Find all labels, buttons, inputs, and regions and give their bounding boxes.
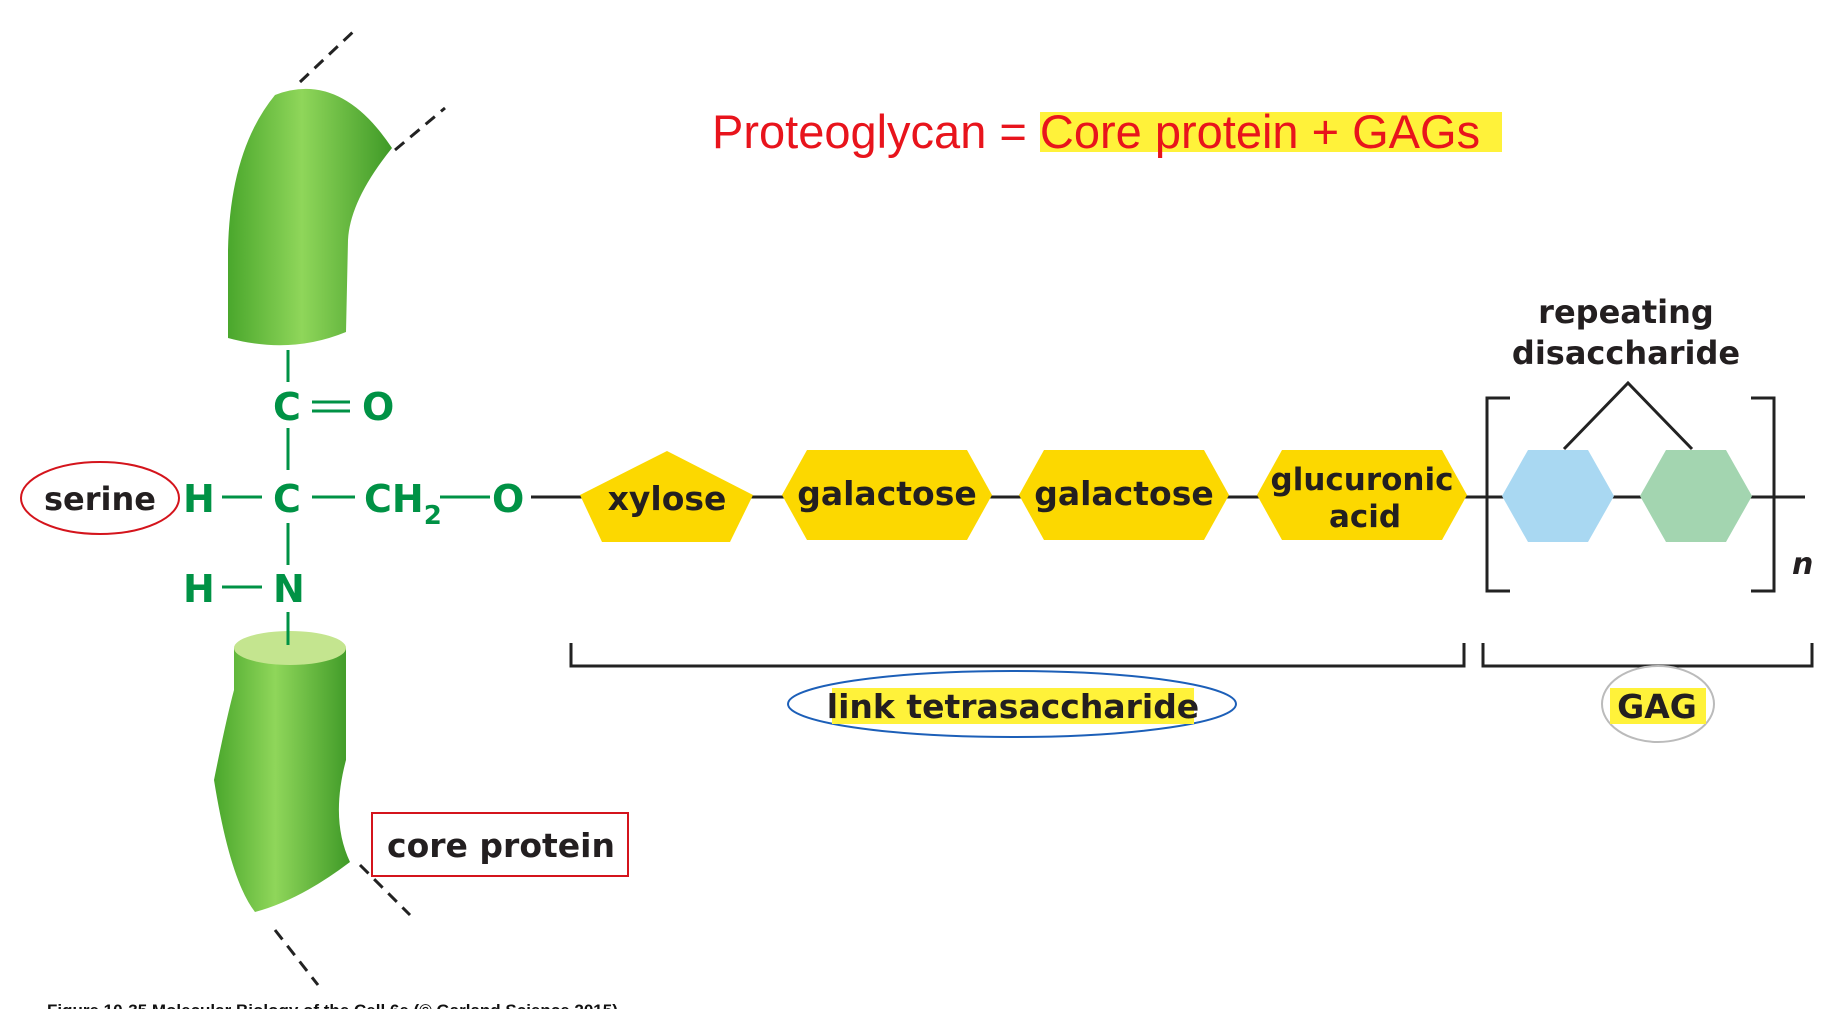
svg-text:galactose: galactose [797, 474, 977, 513]
page-title: Proteoglycan = Core protein + GAGs [712, 105, 1480, 158]
core-protein-upper-segment [228, 28, 446, 346]
serine-circle [20, 461, 180, 535]
glucuronic-acid-hexagon: glucuronic acid [1257, 450, 1467, 540]
link-highlight [832, 688, 1194, 724]
title-highlight [1040, 112, 1502, 152]
core-protein-label: core protein [387, 826, 615, 865]
link-bracket [569, 643, 1466, 668]
svg-text:galactose: galactose [1034, 474, 1214, 513]
xylose-pentagon: xylose [580, 451, 753, 542]
svg-text:C: C [273, 477, 301, 521]
link-circle [787, 670, 1237, 738]
figure-caption: Figure 10-35 Molecular Biology of the Ce… [47, 1001, 618, 1009]
svg-text:N: N [273, 567, 305, 611]
svg-text:glucuronic: glucuronic [1271, 462, 1454, 498]
svg-text:O: O [362, 385, 394, 429]
disaccharide-green-hexagon [1640, 450, 1752, 542]
gag-highlight [1610, 688, 1706, 724]
svg-text:acid: acid [1329, 499, 1401, 535]
galactose-hexagon-2: galactose [1019, 450, 1229, 540]
serine-label: serine [44, 480, 156, 518]
disaccharide-blue-hexagon [1502, 450, 1614, 542]
serine-structure: C O H C CH2 O H N [183, 385, 524, 645]
repeating-label-2: disaccharide [1512, 334, 1740, 372]
svg-text:O: O [492, 477, 524, 521]
repeating-label-1: repeating [1538, 293, 1714, 331]
gag-label: GAG [1617, 687, 1697, 726]
repeat-brackets [1485, 380, 1776, 593]
link-tetrasaccharide-label: link tetrasaccharide [827, 687, 1199, 726]
core-protein-lower-segment [214, 631, 412, 986]
svg-text:C: C [273, 385, 301, 429]
svg-text:xylose: xylose [608, 479, 727, 518]
svg-text:CH2: CH2 [364, 477, 442, 531]
svg-text:H: H [183, 567, 215, 611]
svg-text:H: H [183, 477, 215, 521]
galactose-hexagon-1: galactose [782, 450, 992, 540]
repeat-count-n: n [1792, 547, 1813, 582]
core-protein-box [371, 812, 629, 877]
gag-bracket [1481, 643, 1814, 668]
